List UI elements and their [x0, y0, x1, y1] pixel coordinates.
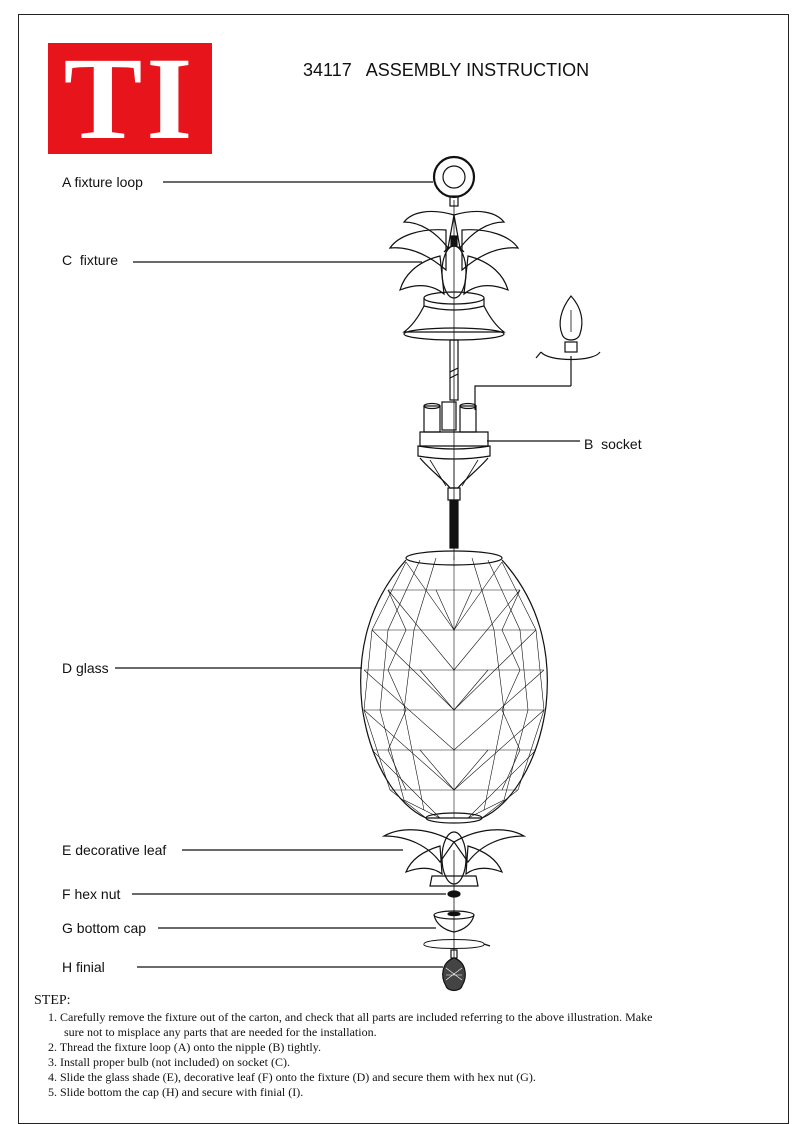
label-fixture: C fixture: [62, 252, 119, 268]
instruction-sheet: [18, 14, 789, 1124]
steps-heading: STEP:: [34, 993, 71, 1008]
assembly-steps: STEP: 1. Carefully remove the fixture ou…: [34, 993, 774, 1100]
step-5: 5. Slide bottom the cap (H) and secure w…: [48, 1085, 304, 1099]
fixture-canopy-part: [388, 210, 520, 341]
fixture-loop-part: [432, 155, 476, 207]
finial-part: [442, 949, 466, 992]
candle-bulb-part: [474, 295, 601, 410]
step-3: 3. Install proper bulb (not included) on…: [48, 1055, 290, 1069]
label-fixture-loop: A fixture loop: [62, 174, 143, 190]
glass-shade-part: [360, 550, 548, 824]
threaded-rod-part: [449, 499, 459, 549]
step-4: 4. Slide the glass shade (E), decorative…: [48, 1070, 536, 1084]
label-finial: H finial: [62, 959, 105, 975]
step-1: 1. Carefully remove the fixture out of t…: [48, 1010, 653, 1024]
step-1-continued: sure not to misplace any parts that are …: [64, 1025, 377, 1039]
page-title: 34117 ASSEMBLY INSTRUCTION: [303, 60, 590, 80]
label-decorative-leaf: E decorative leaf: [62, 842, 167, 858]
label-glass: D glass: [62, 660, 109, 676]
label-hex-nut: F hex nut: [62, 886, 121, 902]
nipple-rod-part: [449, 339, 459, 401]
ti-logo: TI: [48, 43, 212, 154]
bottom-cap-part: [433, 910, 475, 933]
step-2: 2. Thread the fixture loop (A) onto the …: [48, 1040, 321, 1054]
hex-nut-part: [447, 890, 461, 898]
decorative-leaf-part: [381, 829, 527, 887]
socket-cluster-part: [417, 401, 491, 501]
label-bottom-cap: G bottom cap: [62, 920, 147, 936]
label-socket: B socket: [584, 436, 642, 452]
logo-lettering: TI: [63, 43, 197, 154]
